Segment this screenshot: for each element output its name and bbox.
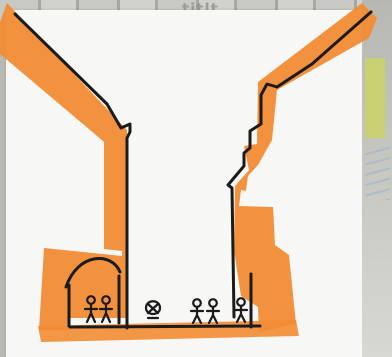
- right-facade-line: [226, 82, 279, 319]
- left-building-orange-fill: [0, 3, 127, 330]
- person-figure: [205, 298, 221, 325]
- street-ground-line: [68, 324, 262, 329]
- person-figure: [233, 297, 249, 324]
- map-blue-lines: [365, 145, 390, 200]
- left-facade-line: [105, 102, 132, 330]
- person-figure: [189, 298, 205, 325]
- right-building-orange-fill: [234, 3, 377, 332]
- left-arcade-arch: [64, 257, 122, 289]
- left-roof-line: [13, 12, 109, 106]
- map-green-block: [365, 58, 385, 138]
- ground-orange-band: [38, 320, 299, 342]
- planter-icon: [144, 300, 162, 320]
- person-figure: [83, 295, 99, 324]
- person-figure: [98, 295, 114, 324]
- right-roof-line: [275, 10, 373, 89]
